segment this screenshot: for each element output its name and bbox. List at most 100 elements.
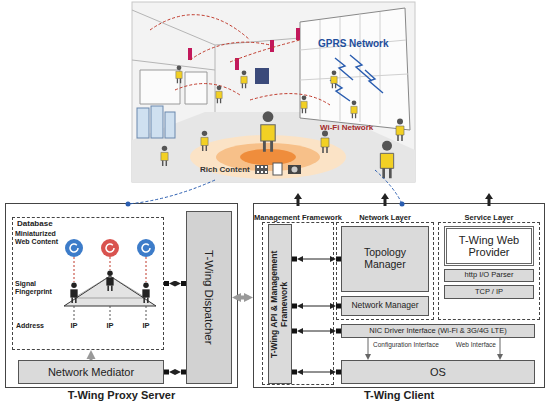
server-box: T-Wing Proxy ServerDatabaseNetwork Media…	[5, 203, 238, 388]
coverage-ring	[216, 143, 320, 171]
wifi-link	[150, 15, 330, 105]
leader-dot	[126, 202, 131, 207]
central-user	[261, 111, 275, 152]
text-label: Rich Content	[200, 166, 250, 175]
port-square	[292, 329, 297, 334]
person	[216, 85, 222, 103]
connector-line	[300, 331, 333, 332]
server-rack	[151, 106, 163, 138]
leader-dot	[400, 202, 405, 207]
database-group: Database	[12, 217, 164, 350]
content-icon	[65, 239, 83, 257]
module-box: Network Manager	[341, 296, 429, 316]
scene-shelves	[140, 70, 207, 104]
fingerprint-lines	[74, 276, 146, 298]
connector	[292, 304, 341, 309]
node-label: T-Wing Proxy Server	[6, 389, 237, 401]
leader-line	[128, 180, 215, 204]
person	[331, 70, 337, 88]
process-box: Network Mediator	[18, 360, 164, 384]
user-icon	[142, 282, 149, 303]
icon-swirl	[70, 244, 150, 252]
person	[161, 146, 168, 166]
layer-group: Management FrameworkT-Wing API & Managem…	[262, 222, 334, 385]
node-label: Network Mediator	[46, 366, 136, 378]
access-point	[270, 40, 274, 52]
person	[176, 65, 182, 83]
mapping-line	[74, 257, 146, 282]
coverage-ring	[190, 135, 346, 179]
node-label: T-Wing Client	[254, 389, 544, 401]
interface-box: NIC Driver Interface (Wi-Fi & 3G/4G LTE)	[341, 324, 535, 338]
connector	[164, 370, 186, 375]
user-icon	[70, 282, 77, 303]
scene-background	[132, 2, 415, 182]
scene-building	[300, 8, 410, 130]
port-square	[336, 257, 341, 262]
api-box: T-Wing API & Management Framework	[268, 224, 292, 384]
person	[351, 100, 357, 118]
content-icon	[137, 239, 155, 257]
node-label: http I/O Parser	[463, 271, 516, 279]
node-label: T-Wing Web Provider	[447, 234, 531, 259]
node-label: Network Layer	[357, 214, 413, 222]
connector-line	[237, 296, 249, 300]
person	[321, 131, 329, 154]
node-label: TCP / IP	[473, 288, 505, 296]
user-icon	[106, 270, 113, 291]
display-screen	[255, 68, 269, 84]
port-square	[292, 370, 297, 375]
building-grid	[300, 12, 408, 124]
server-rack	[137, 108, 149, 138]
connector-line	[368, 338, 369, 357]
connector-line	[300, 306, 333, 307]
scene-floor	[132, 112, 415, 182]
person	[396, 119, 404, 142]
connector-line	[172, 372, 178, 373]
connector	[237, 297, 249, 298]
port-square	[292, 304, 297, 309]
node-label: Database	[17, 220, 53, 229]
os-box: OS	[341, 360, 535, 384]
connector	[91, 355, 92, 361]
port-square	[336, 329, 341, 334]
connector	[292, 329, 341, 334]
port-square	[181, 281, 186, 286]
text-label: GPRS Network	[318, 38, 389, 49]
port-square	[164, 281, 169, 286]
access-point	[188, 48, 192, 60]
person	[301, 95, 307, 113]
server-rack	[165, 112, 175, 138]
seated-user	[380, 141, 393, 179]
port-square	[292, 257, 297, 262]
up-arrow	[485, 193, 493, 206]
dispatcher-box: T-Wing Dispatcher	[186, 211, 232, 384]
client-box: T-Wing ClientManagement FrameworkT-Wing …	[253, 203, 545, 388]
connector	[368, 338, 369, 357]
up-arrow	[381, 193, 389, 206]
scene-walls	[132, 10, 300, 112]
up-arrow	[294, 193, 302, 206]
node-label: T-Wing Dispatcher	[203, 248, 216, 347]
camera-icon	[288, 165, 301, 174]
content-icon	[101, 239, 119, 257]
node-label: Management Framework	[252, 214, 344, 222]
coverage-ring	[240, 149, 296, 165]
address-line	[74, 306, 146, 320]
layer-group: Service LayerT-Wing Web Providerhttp I/O…	[438, 222, 540, 320]
node-label: OS	[428, 366, 448, 378]
access-point	[296, 28, 300, 40]
layer-group: Network LayerTopology ManagerNetwork Man…	[336, 222, 434, 320]
gprs-signal	[330, 55, 383, 101]
node-label: Network Manager	[349, 301, 420, 311]
node-label: Service Layer	[463, 214, 516, 222]
node-label: T-Wing API & Management Framework	[270, 225, 289, 383]
document-icon	[273, 163, 282, 175]
person	[241, 70, 247, 88]
port-square	[181, 370, 186, 375]
person	[201, 131, 208, 151]
connector	[292, 370, 341, 375]
connector	[292, 257, 341, 262]
